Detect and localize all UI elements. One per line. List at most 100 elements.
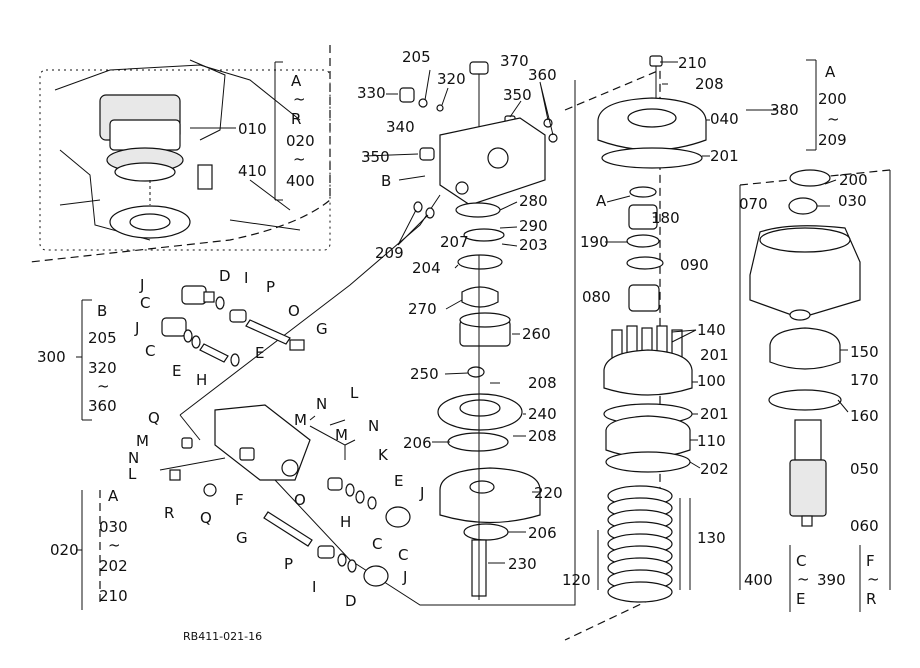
- label-B-top: B: [381, 172, 391, 190]
- label-N-2: N: [368, 417, 379, 435]
- callout-050: 050: [850, 460, 879, 478]
- range-020-a: 030: [99, 518, 128, 536]
- label-E-3: E: [394, 472, 403, 490]
- callout-100: 100: [697, 372, 726, 390]
- callout-201-low: 201: [700, 405, 729, 423]
- callout-030: 030: [838, 192, 867, 210]
- label-H-1: H: [196, 371, 207, 389]
- range-400-from: C: [796, 552, 806, 570]
- callout-206-bottom: 206: [528, 524, 557, 542]
- label-R: R: [164, 504, 174, 522]
- callout-201-top: 201: [710, 147, 739, 165]
- range-020-from: A: [108, 487, 119, 505]
- callout-270: 270: [408, 300, 437, 318]
- label-N-3: N: [128, 449, 139, 467]
- valve-cartridge-parts: [159, 285, 411, 587]
- callout-090: 090: [680, 256, 709, 274]
- callout-210: 210: [678, 54, 707, 72]
- callout-300: 300: [37, 348, 66, 366]
- range-380-a: 200: [818, 90, 847, 108]
- range-400-tilde: ~: [797, 570, 810, 588]
- callout-070: 070: [739, 195, 768, 213]
- label-Q-2: Q: [200, 509, 212, 527]
- valve-block-parts: [363, 61, 558, 270]
- callout-200: 200: [839, 171, 868, 189]
- callout-130: 130: [697, 529, 726, 547]
- label-H-2: H: [340, 513, 351, 531]
- label-C-2: C: [145, 342, 155, 360]
- callout-180: 180: [651, 209, 680, 227]
- callout-040: 040: [710, 110, 739, 128]
- callout-205: 205: [402, 48, 431, 66]
- range-300-c: 360: [88, 397, 117, 415]
- callout-208-mid: 208: [528, 374, 557, 392]
- callout-390: 390: [817, 571, 846, 589]
- callout-330: 330: [357, 84, 386, 102]
- range-390-to: R: [866, 590, 876, 608]
- callout-150: 150: [850, 343, 879, 361]
- callout-206-top: 206: [403, 434, 432, 452]
- callout-208-top: 208: [695, 75, 724, 93]
- range-300-from: B: [97, 302, 107, 320]
- range-010-from: A: [291, 72, 302, 90]
- label-G-2: G: [236, 529, 248, 547]
- label-J-4: J: [402, 568, 407, 586]
- label-P-1: P: [266, 278, 275, 296]
- label-C-3: C: [372, 535, 382, 553]
- label-I-1: I: [244, 269, 248, 287]
- label-I-2: I: [312, 578, 316, 596]
- range-010-b: 400: [286, 172, 315, 190]
- range-020-tilde: ~: [108, 536, 121, 554]
- label-E-1: E: [255, 344, 264, 362]
- callout-380: 380: [770, 101, 799, 119]
- range-390-tilde: ~: [867, 570, 880, 588]
- callout-230: 230: [508, 555, 537, 573]
- label-C-4: C: [398, 546, 408, 564]
- label-J-3: J: [419, 484, 424, 502]
- range-380-from: A: [825, 63, 836, 81]
- callout-208-low: 208: [528, 427, 557, 445]
- callout-340: 340: [386, 118, 415, 136]
- callout-170: 170: [850, 371, 879, 389]
- callout-320: 320: [437, 70, 466, 88]
- range-010-a: 020: [286, 132, 315, 150]
- callout-110: 110: [697, 432, 726, 450]
- callout-209: 209: [375, 244, 404, 262]
- label-O-1: O: [288, 302, 300, 320]
- label-N-1: N: [316, 395, 327, 413]
- callout-202: 202: [700, 460, 729, 478]
- range-300-a: 205: [88, 329, 117, 347]
- label-J-1: J: [139, 276, 144, 294]
- label-D-1: D: [219, 267, 231, 285]
- motor-assembly-image: [39, 59, 331, 251]
- range-300-b: 320: [88, 359, 117, 377]
- range-020-b: 202: [99, 557, 128, 575]
- range-300-tilde: ~: [97, 377, 110, 395]
- callout-400: 400: [744, 571, 773, 589]
- label-F: F: [235, 491, 244, 509]
- label-L-2: L: [128, 465, 137, 483]
- brake-gear-stack: [597, 55, 710, 603]
- label-L-1: L: [350, 384, 359, 402]
- range-010-mid: R: [291, 110, 301, 128]
- range-020-c: 210: [99, 587, 128, 605]
- callout-410: 410: [238, 162, 267, 180]
- callout-140: 140: [697, 321, 726, 339]
- callout-250: 250: [410, 365, 439, 383]
- callout-020: 020: [50, 541, 79, 559]
- callout-010: 010: [238, 120, 267, 138]
- callout-350-top: 350: [503, 86, 532, 104]
- range-380-b: 209: [818, 131, 847, 149]
- callout-160: 160: [850, 407, 879, 425]
- callout-360: 360: [528, 66, 557, 84]
- label-Q-1: Q: [148, 409, 160, 427]
- callout-350-left: 350: [361, 148, 390, 166]
- label-O-2: O: [294, 491, 306, 509]
- range-010-tilde-1: ~: [293, 90, 306, 108]
- label-D-2: D: [345, 592, 357, 610]
- callout-060: 060: [850, 517, 879, 535]
- label-C-1: C: [140, 294, 150, 312]
- housing-parts: [746, 109, 861, 527]
- callout-280: 280: [519, 192, 548, 210]
